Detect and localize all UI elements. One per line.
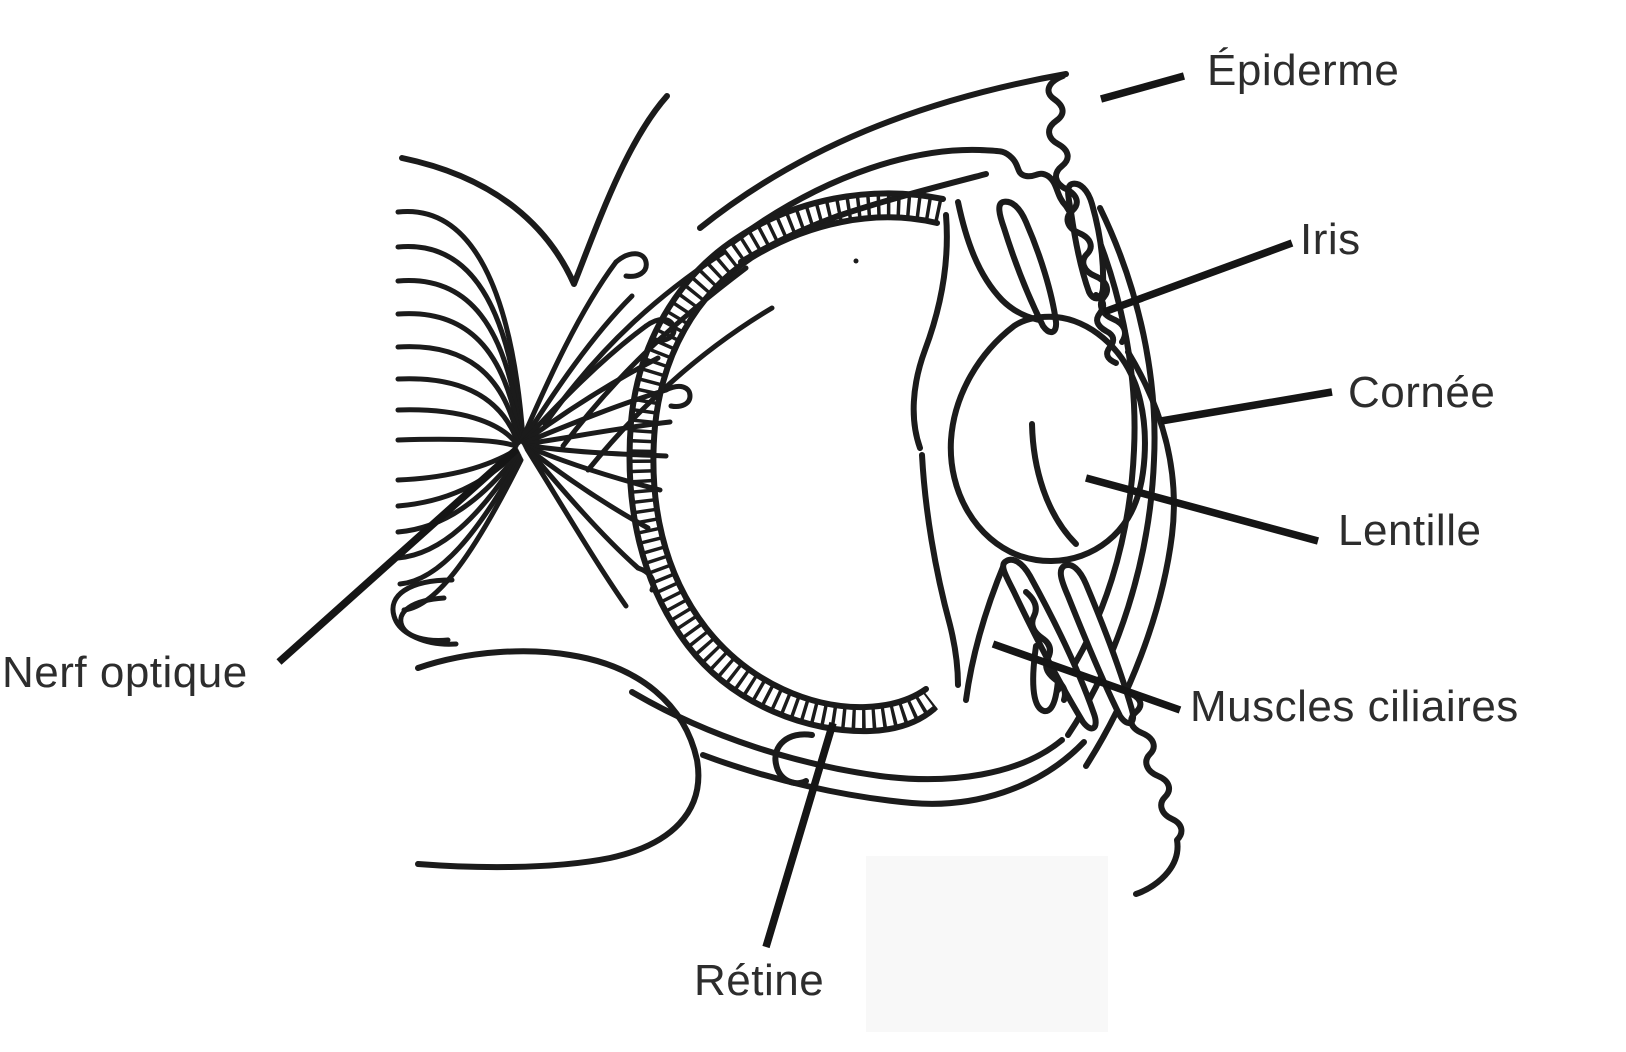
nerve-fiber: [395, 453, 522, 561]
retinal-fiber: [524, 446, 629, 609]
lower-pouch-line-1: [919, 452, 961, 688]
nerve-fiber: [395, 278, 524, 443]
retina-band: [626, 190, 1053, 735]
leader-line-muscles: [991, 640, 1182, 714]
fiber-hook: [663, 383, 693, 409]
retinal-fiber: [524, 445, 641, 571]
nerve-fiber: [395, 451, 521, 535]
label-cornee: Cornée: [1348, 368, 1496, 417]
retinal-fiber: [520, 293, 635, 444]
optic-nerve-fibers: [390, 209, 775, 647]
ciliary-muscle-wavy-line: [1023, 589, 1068, 703]
nerve-fiber: [395, 376, 521, 446]
retinal-fiber: [522, 419, 673, 447]
epidermis-wavy-top: [1045, 73, 1128, 345]
epidermis-wavy-bottom: [1124, 689, 1185, 897]
retinal-fiber: [520, 323, 649, 445]
sclera-top-contour: [730, 146, 1077, 245]
label-iris: Iris: [1300, 215, 1361, 264]
nerve-fiber: [395, 436, 519, 449]
retina-outer-edge: [626, 190, 946, 735]
small-hook-fold: [772, 731, 815, 787]
lens: [947, 313, 1148, 565]
label-epiderme: Épiderme: [1207, 46, 1400, 95]
orbital-contours: [399, 71, 1087, 871]
tiny-ink-dot: [853, 258, 859, 264]
leader-line-cornee: [1160, 388, 1333, 425]
upper-orbit-contour: [697, 71, 1069, 231]
retina-end-pouch-left: [910, 212, 950, 451]
epidermis-wavy-lines: [1045, 73, 1185, 897]
label-retine: Rétine: [694, 956, 825, 1005]
retina-inner-edge: [650, 214, 940, 711]
nerve-fiber: [395, 407, 520, 447]
iris-flaps: [996, 180, 1136, 732]
label-lentille: Lentille: [1338, 506, 1482, 555]
label-nerf-optique: Nerf optique: [2, 648, 248, 697]
nerve-fiber: [395, 311, 523, 444]
retinal-fiber: [521, 387, 669, 446]
nerve-fiber: [395, 344, 522, 445]
label-muscles-ciliaires: Muscles ciliaires: [1190, 682, 1519, 731]
leader-line-nerf: [276, 446, 520, 665]
lens-outline: [947, 313, 1148, 565]
lens-inner-line: [1029, 421, 1079, 547]
retina-hatching: [628, 192, 943, 733]
nerve-fiber: [397, 455, 523, 587]
retinal-fiber: [522, 442, 669, 459]
leader-lines: [276, 72, 1333, 949]
upper-iris-flap-left: [996, 198, 1060, 336]
lower-left-blob-contour: [415, 648, 702, 871]
nerve-sheath-line: [585, 305, 775, 473]
leader-line-epiderme: [1099, 72, 1186, 103]
leader-line-lentille: [1085, 474, 1319, 545]
retinal-fiber: [519, 259, 619, 443]
fiber-hook: [613, 251, 649, 279]
lower-sclera-contour-2: [700, 739, 1087, 807]
upper-left-valley-contour: [399, 93, 670, 287]
faint-background-rectangle: [866, 856, 1108, 1032]
nerve-end-curl: [390, 577, 459, 647]
leader-line-iris: [1102, 239, 1294, 316]
upper-iris-flap-right: [1065, 180, 1107, 302]
nerve-fiber: [395, 244, 525, 442]
lower-sclera-contour-1: [629, 689, 1065, 783]
leader-line-retine: [762, 721, 837, 949]
retinal-fiber: [523, 443, 663, 493]
nerve-fiber: [401, 457, 524, 613]
lower-pouch-line-2: [963, 559, 1008, 703]
